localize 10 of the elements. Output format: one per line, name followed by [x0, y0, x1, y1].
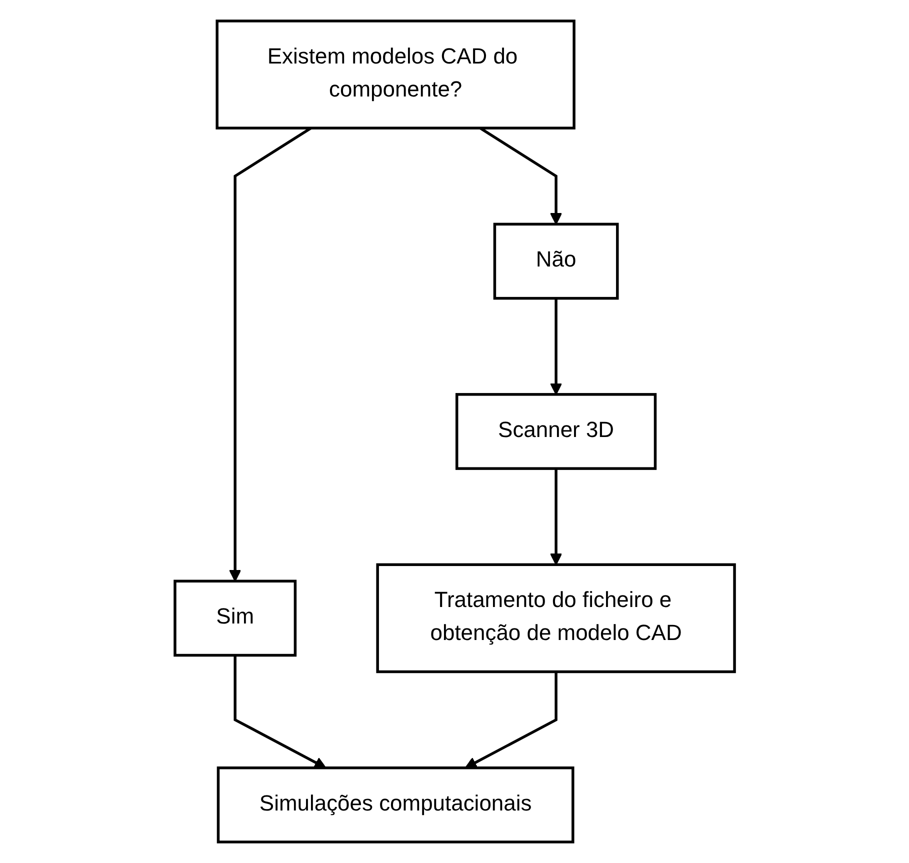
- node-box: Tratamento do ficheiro e obtenção de modelo CAD: [376, 563, 736, 674]
- arrow: [233, 655, 326, 768]
- arrow: [464, 672, 558, 768]
- arrow: [550, 468, 562, 566]
- node-box: Scanner 3D: [455, 393, 656, 470]
- node-box: Existem modelos CAD do componente?: [215, 20, 576, 130]
- node-box: Não: [493, 222, 618, 300]
- node-box: Simulações computacionais: [216, 766, 574, 844]
- node-box: Sim: [173, 580, 296, 657]
- arrow: [550, 298, 562, 395]
